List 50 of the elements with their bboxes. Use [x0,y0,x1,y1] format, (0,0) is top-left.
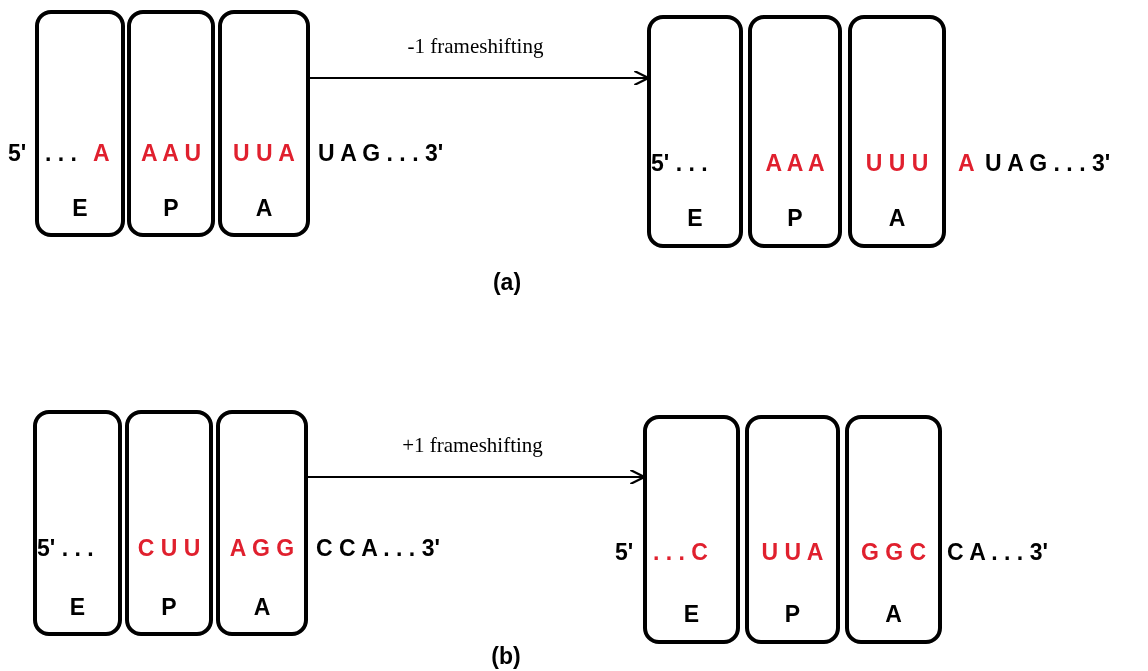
site-label: P [162,195,180,221]
codon-text: A A A [764,150,826,176]
site-label: E [686,205,704,231]
edge-label: +1 frameshifting [402,433,543,457]
codon-text: U U A [232,140,296,166]
sequence-text: 5' . . . [651,150,708,176]
ribosome-site-box [127,10,215,237]
site-label: A [252,594,272,620]
panel-label: (a) [492,269,522,295]
sequence-end-label: 5' [615,539,634,565]
ribosome-site-box [33,410,122,636]
site-label: A [254,195,274,221]
site-label: E [68,594,87,620]
codon-text: G G C [859,539,928,565]
ellipsis-text: . . . [45,140,77,166]
ribosome-site-box [845,415,942,644]
site-label: E [682,601,701,627]
nucleotide-text: A [93,140,110,166]
ribosome-site-box [35,10,125,237]
sequence-text: C C A . . . 3' [316,535,440,561]
codon-text: A G G [228,535,296,561]
sequence-text: . . . C [653,539,708,565]
site-label: A [884,601,903,627]
site-label: E [71,195,89,221]
ribosome-site-box [216,410,308,636]
codon-text: U U U [864,150,930,176]
edge-label: -1 frameshifting [407,34,544,58]
sequence-text: 5' . . . [37,535,94,561]
sequence-text: U A G . . . 3' [985,150,1111,176]
site-label: P [160,594,178,620]
panel-label: (b) [491,643,521,669]
codon-text: A A U [139,140,203,166]
ribosome-site-box [745,415,840,644]
site-label: P [783,601,802,627]
site-label: A [887,205,907,231]
sequence-text: C A . . . 3' [947,539,1048,565]
ribosome-site-box [748,15,842,248]
ribosome-site-box [125,410,213,636]
ribosome-site-box [647,15,743,248]
codon-text: U U A [760,539,825,565]
sequence-text: U A G . . . 3' [318,140,444,166]
nucleotide-text: A [958,150,975,176]
sequence-end-label: 5' [8,140,27,166]
codon-text: C U U [136,535,202,561]
arrow [310,69,650,87]
ribosome-site-box [643,415,740,644]
arrow [308,468,646,486]
ribosome-site-box [848,15,946,248]
ribosome-site-box [218,10,310,237]
site-label: P [786,205,804,231]
